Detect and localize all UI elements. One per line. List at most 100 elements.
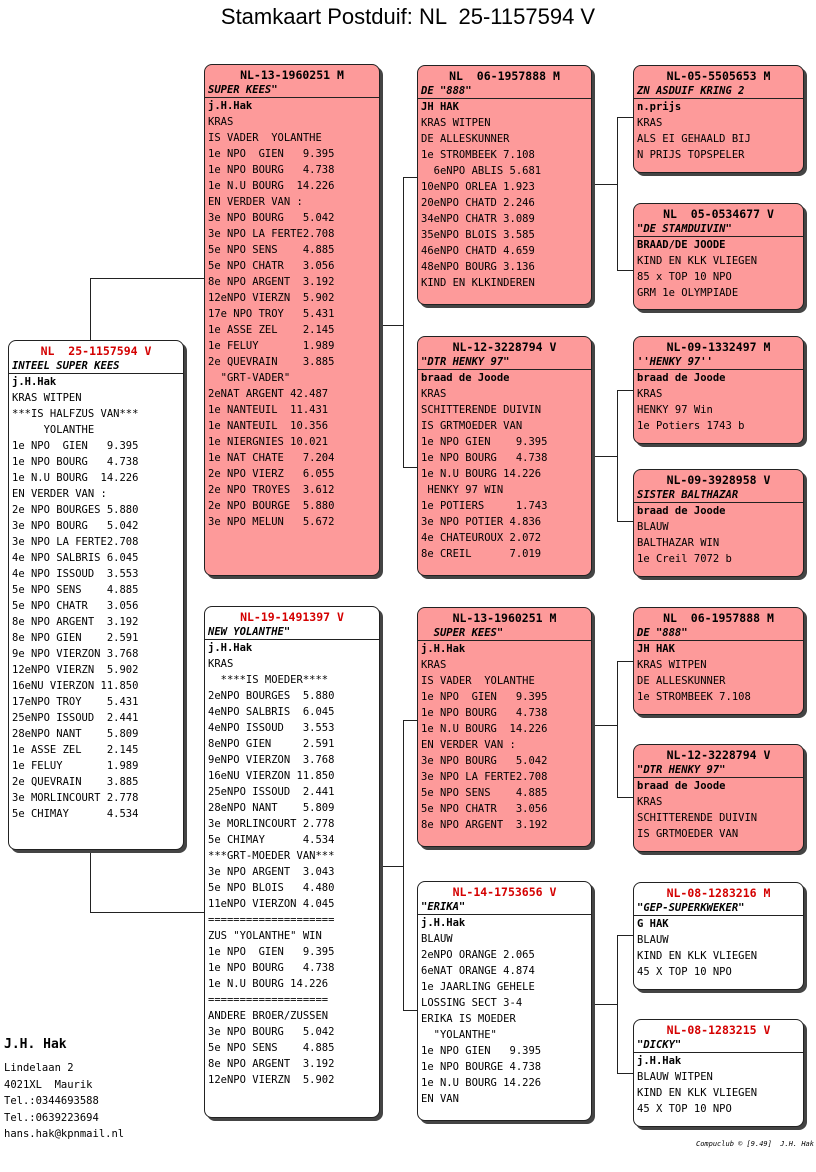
pigeon-card-ffm[interactable]: NL 05-0534677 V"DE STAMDUIVIN"BRAAD/DE J…: [633, 203, 804, 310]
pedigree-line: 1e NPO GIEN 9.395: [421, 1045, 542, 1057]
pedigree-line: 3e MORLINCOURT 2.778: [208, 818, 335, 830]
connector: [403, 467, 417, 468]
pigeon-name: "DE STAMDUIVIN": [634, 222, 803, 237]
pedigree-line: 5e CHIMAY 4.534: [208, 834, 335, 846]
pedigree-line: N PRIJS TOPSPELER: [637, 149, 745, 161]
pedigree-line: KRAS: [208, 658, 234, 670]
pedigree-line: 17e NPO TROY 5.431: [208, 308, 335, 320]
pedigree-line: 1e FELUY 1.989: [12, 760, 139, 772]
connector: [617, 935, 618, 1074]
pedigree-line: 34eNPO CHATR 3.089: [421, 213, 535, 225]
pigeon-card-father-mother[interactable]: NL-12-3228794 V"DTR HENKY 97"braad de Jo…: [417, 336, 592, 576]
pigeon-name: SUPER KEES": [205, 83, 379, 98]
pedigree-line: 8e CREIL 7.019: [421, 548, 542, 560]
breeder-name: JH HAK: [637, 643, 675, 655]
breeder-name: j.H.Hak: [208, 100, 253, 112]
connector: [617, 521, 633, 522]
connector: [90, 912, 204, 913]
pedigree-line: 1e NPO BOURG 4.738: [208, 164, 335, 176]
pedigree-line: 4e CHATEUROUX 2.072: [421, 532, 542, 544]
pigeon-card-fmf[interactable]: NL-09-1332497 M''HENKY 97''braad de Jood…: [633, 336, 804, 444]
pedigree-line: BALTHAZAR WIN: [637, 537, 720, 549]
pedigree-line: GRM 1e OLYMPIADE: [637, 287, 739, 299]
pigeon-name: "ERIKA": [418, 900, 591, 915]
connector: [380, 866, 403, 867]
pigeon-name: DE "888": [634, 626, 803, 641]
pedigree-line: 28eNPO NANT 5.809: [208, 802, 335, 814]
pedigree-line: DE ALLESKUNNER: [637, 675, 726, 687]
pedigree-line: KRAS: [637, 388, 663, 400]
pedigree-line: 5e NPO SENS 4.885: [12, 584, 139, 596]
pedigree-line: 2eNPO ORANGE 2.065: [421, 949, 535, 961]
pedigree-line: SCHITTERENDE DUIVIN: [637, 812, 758, 824]
pedigree-line: 4eNPO ISSOUD 3.553: [208, 722, 335, 734]
pedigree-line: 1e NANTEUIL 11.431: [208, 404, 329, 416]
pedigree-line: 3e NPO POTIER 4.836: [421, 516, 542, 528]
ring-number: NL-13-1960251 M: [240, 68, 344, 82]
pigeon-name: ZN ASDUIF KRING 2: [634, 84, 803, 99]
pedigree-line: 25eNPO ISSOUD 2.441: [12, 712, 139, 724]
ring-number: NL-05-5505653 M: [666, 69, 771, 83]
pedigree-line: ZUS "YOLANTHE" WIN: [208, 930, 322, 942]
pedigree-line: 8eNPO GIEN 2.591: [208, 738, 335, 750]
pedigree-line: 2e NPO BOURGE 5.880: [208, 500, 335, 512]
pedigree-line: 5e NPO SENS 4.885: [208, 244, 335, 256]
pedigree-line: 5e NPO SENS 4.885: [421, 787, 548, 799]
connector: [592, 184, 617, 185]
pedigree-line: 1e NPO BOURGE 4.738: [421, 1061, 542, 1073]
pedigree-line: BLAUW WITPEN: [637, 1071, 713, 1083]
pigeon-name: INTEEL SUPER KEES: [9, 359, 183, 374]
pedigree-line: KRAS WITPEN: [637, 659, 707, 671]
pedigree-line: KRAS WITPEN: [421, 117, 491, 129]
connector: [380, 325, 403, 326]
pedigree-line: 1e N.U BOURG 14.226: [421, 1077, 542, 1089]
connector: [90, 278, 204, 279]
connector: [90, 850, 91, 912]
pedigree-line: 48eNPO BOURG 3.136: [421, 261, 535, 273]
pedigree-line: 3e NPO LA FERTE2.708: [208, 228, 335, 240]
pigeon-card-mfm[interactable]: NL-12-3228794 V"DTR HENKY 97"braad de Jo…: [633, 744, 804, 852]
pedigree-line: YOLANTHE: [12, 424, 95, 436]
ring-number: NL 25-1157594 V: [40, 344, 152, 358]
breeder-name: JH HAK: [421, 101, 459, 113]
ring-number: NL-12-3228794 V: [666, 748, 771, 762]
pedigree-line: 1e STROMBEEK 7.108: [637, 691, 751, 703]
pedigree-line: EN VERDER VAN :: [12, 488, 107, 500]
pedigree-line: EN VERDER VAN :: [421, 739, 516, 751]
pedigree-line: 1e Potiers 1743 b: [637, 420, 745, 432]
pedigree-line: BLAUW: [421, 933, 453, 945]
pedigree-line: 8e NPO ARGENT 3.192: [12, 616, 139, 628]
pedigree-line: 2eNPO BOURGES 5.880: [208, 690, 335, 702]
connector: [403, 1010, 417, 1011]
connector: [617, 935, 633, 936]
pedigree-line: 17eNPO TROY 5.431: [12, 696, 139, 708]
owner-line: Tel.:0344693588: [4, 1095, 99, 1107]
pedigree-line: 2e NPO BOURGES 5.880: [12, 504, 139, 516]
breeder-name: braad de Joode: [637, 505, 726, 517]
pedigree-line: 5e NPO CHATR 3.056: [12, 600, 139, 612]
pedigree-line: 2e QUEVRAIN 3.885: [12, 776, 139, 788]
pedigree-line: KIND EN KLK VLIEGEN: [637, 255, 758, 267]
pedigree-line: 25eNPO ISSOUD 2.441: [208, 786, 335, 798]
pedigree-line: 1e Creil 7072 b: [637, 553, 732, 565]
connector: [592, 456, 617, 457]
connector: [617, 117, 633, 118]
connector: [617, 270, 633, 271]
pigeon-name: "DTR HENKY 97": [418, 355, 591, 370]
pedigree-line: ****IS MOEDER****: [208, 674, 329, 686]
pedigree-line: ====================: [208, 914, 335, 926]
pedigree-line: 1e N.U BOURG 14.226: [421, 468, 542, 480]
pedigree-line: 3e MORLINCOURT 2.778: [12, 792, 139, 804]
pedigree-line: 2e QUEVRAIN 3.885: [208, 356, 335, 368]
